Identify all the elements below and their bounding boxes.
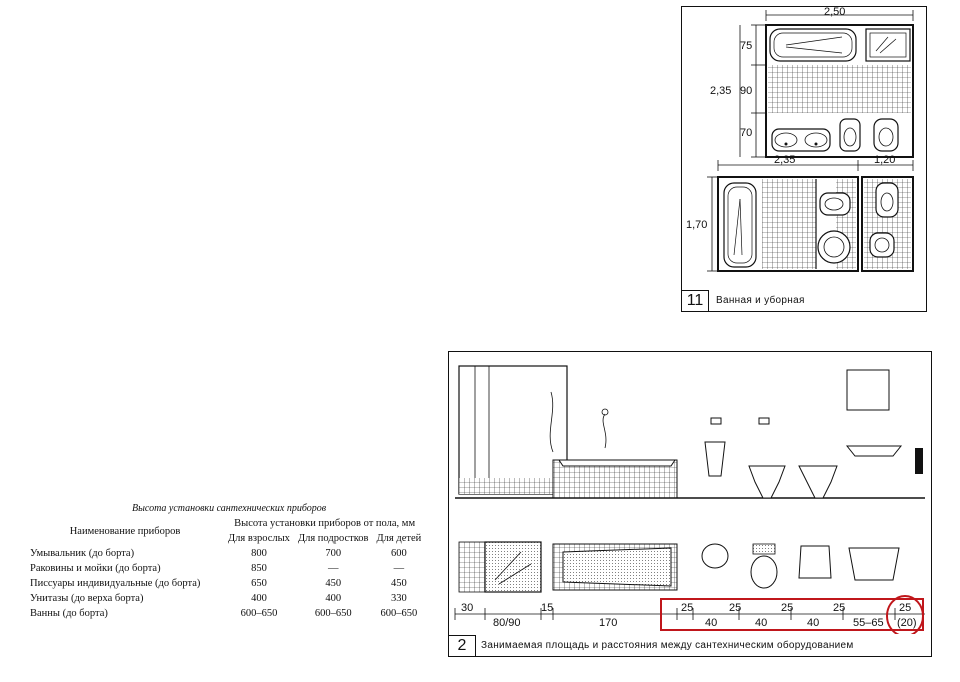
figure-11-bathroom-plan: 2,50 2,35 75 90 70 2,35 1,20 1,70 11 Ван…	[681, 6, 927, 312]
figure-2-caption: Занимаемая площадь и расстояния между са…	[481, 640, 854, 651]
dim-lower: 55–65	[853, 617, 884, 629]
table-cell: 850	[251, 563, 267, 574]
bathtub-vertical-icon	[723, 182, 757, 268]
table-cell-name: Унитазы (до верха борта)	[30, 593, 144, 604]
dim-h1: 75	[740, 40, 753, 52]
table-cell: 700	[325, 548, 342, 559]
table-cell: 600–650	[314, 608, 352, 619]
figure-11-number: 11	[682, 290, 709, 311]
dim-upper: 15	[541, 602, 554, 614]
table-title: Высота установки сантехнических приборов	[132, 503, 327, 514]
dim-upper: 25	[729, 602, 742, 614]
table-subheader: Для подростков	[297, 533, 369, 544]
dim-upper: 25	[833, 602, 846, 614]
table-header-group: Высота установки приборов от пола, мм	[234, 518, 416, 529]
dim-lower: 40	[755, 617, 768, 629]
figure-11-caption: Ванная и уборная	[716, 295, 805, 306]
dim-h2: 90	[740, 85, 753, 97]
highlight-circle	[886, 595, 924, 634]
dim-bottom-h: 1,70	[686, 219, 708, 231]
dim-h3: 70	[740, 127, 753, 139]
washbasin-icon	[819, 192, 851, 216]
bidet-elevation-icon	[798, 465, 838, 499]
wc-basin-icon	[869, 232, 895, 258]
dim-lower: 170	[599, 617, 618, 629]
table-subheader: Для детей	[376, 533, 422, 544]
table-cell: 400	[325, 593, 342, 604]
urinal-icon	[704, 441, 726, 477]
table-cell: 450	[390, 578, 407, 589]
dim-height-total: 2,35	[710, 85, 732, 97]
dim-bottom-w1: 2,35	[774, 154, 796, 166]
round-basin-icon	[817, 230, 851, 264]
double-basin-icon	[771, 128, 831, 152]
urinal-plan-icon	[701, 543, 729, 569]
table-row: Писсуары индивидуальные (до борта) 650 4…	[26, 576, 425, 591]
table-cell: 600–650	[380, 608, 418, 619]
bidet-plan-icon	[798, 545, 832, 579]
table-cell: 400	[251, 593, 267, 604]
figure-2-number: 2	[449, 635, 476, 656]
installation-height-table: Наименование приборов Высота установки п…	[26, 516, 425, 621]
dim-lower: 80/90	[493, 617, 521, 629]
dim-top-width: 2,50	[824, 6, 846, 18]
dim-lower: 40	[807, 617, 820, 629]
table-cell: 600	[390, 548, 407, 559]
figure-2-fixtures-spacing: 30 15 25 25 25 25 25 80/90 170 40 40 40 …	[448, 351, 932, 657]
dim-lower: (20)	[897, 617, 917, 629]
bathtub-icon	[769, 28, 857, 62]
table-row: Унитазы (до верха борта) 400 400 330	[26, 591, 425, 606]
table-header-name: Наименование приборов	[69, 525, 181, 537]
washbasin-plan-icon	[848, 547, 900, 581]
table-cell: 600–650	[240, 608, 278, 619]
dim-lower: 40	[705, 617, 718, 629]
table-cell: 450	[325, 578, 342, 589]
dim-upper: 25	[899, 602, 912, 614]
table-row: Раковины и мойки (до борта) 850 — —	[26, 561, 425, 576]
toilet-elevation-icon	[748, 465, 786, 499]
dim-upper: 25	[781, 602, 794, 614]
table-subheader: Для взрослых	[228, 533, 290, 544]
shower-cabin-icon	[458, 365, 568, 495]
bidet-icon	[839, 118, 861, 152]
dim-bottom-w2: 1,20	[874, 154, 896, 166]
table-cell: —	[393, 563, 405, 574]
table-cell: 650	[251, 578, 267, 589]
table-cell-name: Раковины и мойки (до борта)	[30, 563, 161, 574]
wc-toilet-icon	[875, 182, 899, 218]
dim-upper: 25	[681, 602, 694, 614]
washbasin-elevation-icon	[845, 445, 903, 457]
table-cell-name: Писсуары индивидуальные (до борта)	[30, 578, 201, 589]
table-cell: 800	[251, 548, 267, 559]
toilet-plan-icon	[750, 555, 778, 589]
table-cell: —	[327, 563, 339, 574]
figure-11-drawing	[707, 10, 914, 272]
shower-tray-icon	[865, 28, 911, 62]
table-cell-name: Ванны (до борта)	[30, 608, 108, 619]
table-row: Ванны (до борта) 600–650 600–650 600–650	[26, 606, 425, 621]
mirror-icon	[846, 369, 890, 411]
dim-upper: 30	[461, 602, 474, 614]
table-cell: 330	[390, 593, 407, 604]
toilet-icon	[873, 118, 899, 152]
shower-plan-icon	[484, 541, 542, 593]
table-cell-name: Умывальник (до борта)	[30, 548, 135, 559]
table-row: Умывальник (до борта) 800 700 600	[26, 546, 425, 561]
figure-2-drawing	[454, 365, 925, 634]
